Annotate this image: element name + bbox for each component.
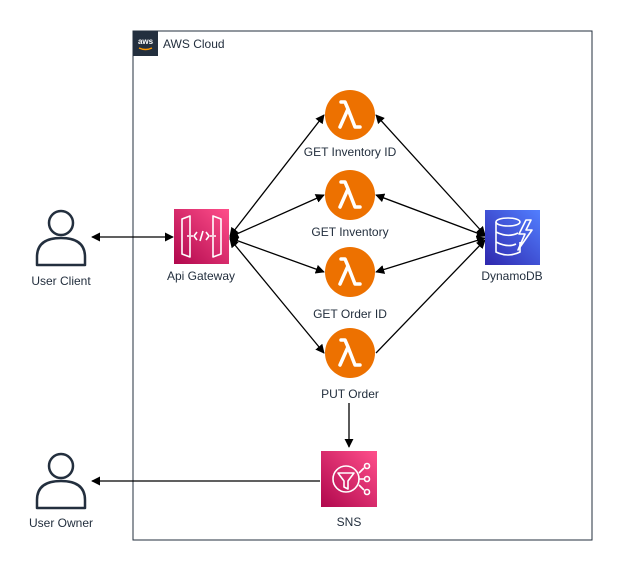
aws-cloud-label: AWS Cloud — [163, 37, 225, 51]
lambda-icon — [325, 90, 375, 140]
aws-cloud-group: aws AWS Cloud — [132, 30, 593, 541]
user-client-label: User Client — [31, 274, 91, 288]
edge-apigw-lambda2 — [229, 194, 325, 238]
edges — [91, 114, 486, 486]
api-gateway-icon — [174, 209, 229, 264]
lambda-get-inventory: GET Inventory — [311, 170, 389, 239]
lambda-icon — [325, 328, 375, 378]
dynamodb-icon — [485, 210, 540, 265]
lambda-icon — [325, 247, 375, 297]
edge-apigw-lambda3 — [229, 236, 325, 274]
sns: SNS — [321, 451, 377, 529]
lambda-get-order-id: GET Order ID — [313, 247, 387, 321]
user-owner-label: User Owner — [29, 516, 93, 530]
user-owner: User Owner — [29, 452, 93, 530]
edge-lambda3-dynamo — [375, 236, 486, 274]
lambda-get-order-id-label: GET Order ID — [313, 307, 387, 321]
lambda-get-inventory-id: GET Inventory ID — [304, 90, 397, 159]
sns-icon — [321, 451, 377, 507]
edge-lambda1-dynamo — [375, 114, 486, 236]
edge-lambda2-dynamo — [375, 193, 486, 238]
user-icon — [35, 209, 87, 267]
api-gateway: Api Gateway — [167, 209, 235, 283]
dynamodb: DynamoDB — [481, 210, 543, 283]
lambda-get-inventory-label: GET Inventory — [311, 225, 388, 239]
lambda-get-inventory-id-label: GET Inventory ID — [304, 145, 397, 159]
edge-apigw-lambda4 — [229, 238, 325, 354]
lambda-put-order-label: PUT Order — [321, 387, 379, 401]
edge-lambda4-dynamo — [375, 239, 486, 354]
user-client: User Client — [31, 209, 91, 288]
edge-apigw-lambda1 — [229, 114, 325, 237]
sns-label: SNS — [337, 515, 362, 529]
aws-logo-icon: aws — [133, 31, 158, 56]
lambda-put-order: PUT Order — [318, 328, 382, 402]
dynamodb-label: DynamoDB — [481, 269, 542, 283]
lambda-icon — [325, 170, 375, 220]
api-gateway-label: Api Gateway — [167, 269, 235, 283]
user-icon — [35, 452, 87, 510]
svg-text:aws: aws — [138, 37, 154, 46]
